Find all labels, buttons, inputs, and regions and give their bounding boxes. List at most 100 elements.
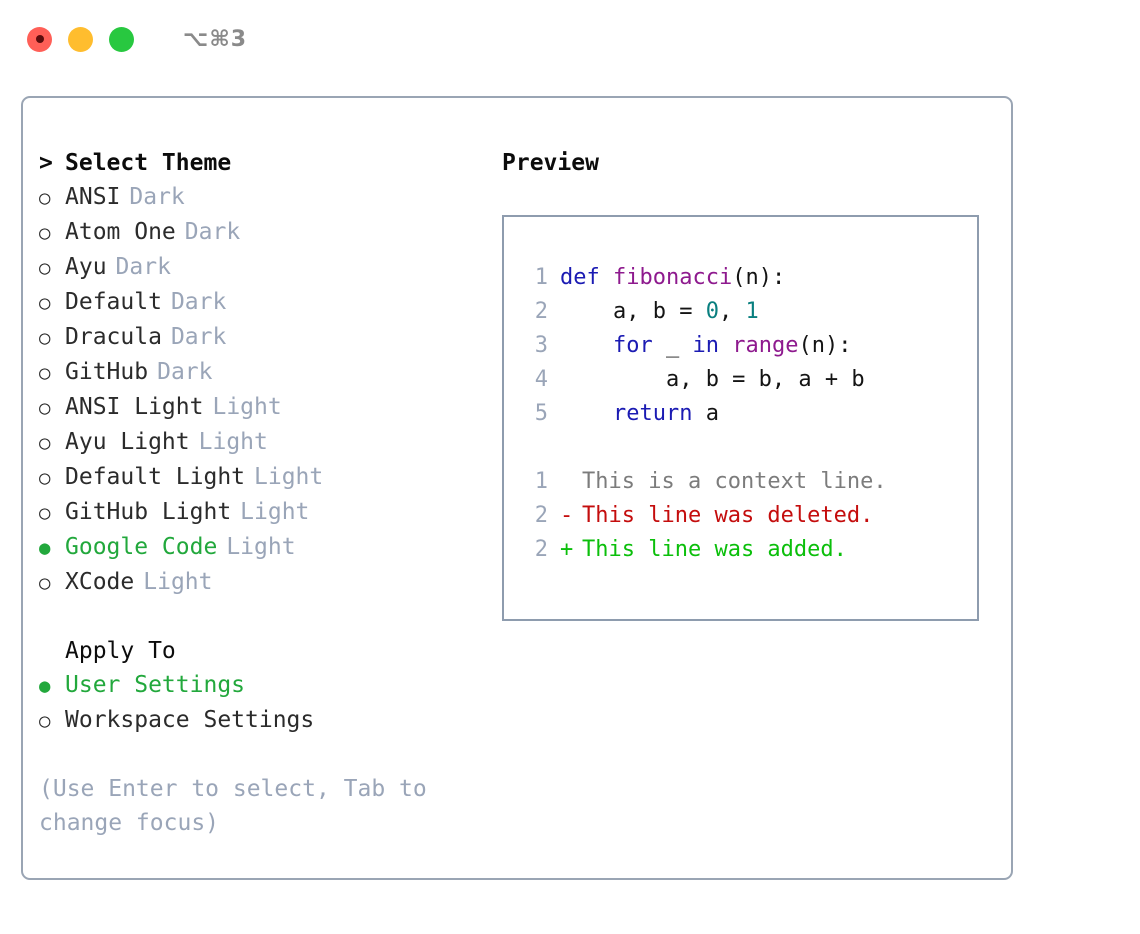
apply-to-option-label: Workspace Settings	[65, 707, 315, 733]
code-token-plain: (n):	[732, 265, 786, 290]
code-token-plain: ,	[718, 299, 746, 324]
code-token-plain	[560, 401, 613, 426]
code-line: 4 a, b = b, a + b	[518, 363, 977, 397]
radio-unselected-icon: ○	[39, 292, 51, 314]
theme-option-github-light[interactable]: ○ GitHub Light Light	[39, 495, 479, 530]
theme-option-label: Ayu	[65, 254, 107, 280]
code-token-fn: fibonacci	[613, 265, 733, 290]
radio-unselected-icon: ○	[39, 710, 51, 732]
code-line-number: 1	[534, 265, 548, 290]
radio-unselected-icon: ○	[39, 362, 51, 384]
code-token-plain	[560, 333, 613, 358]
theme-option-label: Dracula	[65, 324, 162, 350]
code-line-text: a, b = b, a + b	[560, 363, 865, 397]
theme-variant-badge: Light	[254, 464, 324, 490]
radio-unselected-icon: ○	[39, 187, 51, 209]
traffic-lights	[27, 26, 134, 52]
keyboard-hint: (Use Enter to select, Tab to change focu…	[39, 776, 441, 836]
close-button[interactable]	[27, 26, 52, 52]
select-theme-header: > Select Theme	[39, 146, 479, 180]
theme-variant-badge: Dark	[129, 184, 185, 210]
diff-marker-icon: +	[560, 537, 574, 562]
code-line-number: 4	[534, 367, 548, 392]
code-token-fn: range	[732, 333, 799, 358]
theme-variant-badge: Light	[240, 499, 310, 525]
radio-unselected-icon: ○	[39, 502, 51, 524]
radio-unselected-icon: ○	[39, 467, 51, 489]
code-line-text: a, b = 0, 1	[560, 295, 759, 329]
theme-option-label: Ayu Light	[65, 429, 190, 455]
radio-selected-icon: ●	[39, 675, 51, 697]
theme-option-label: ANSI Light	[65, 394, 204, 420]
apply-to-header: Apply To	[65, 638, 176, 664]
diff-marker-icon: -	[560, 503, 574, 528]
theme-variant-badge: Dark	[170, 289, 227, 315]
theme-variant-badge: Dark	[157, 359, 213, 385]
caret-icon: >	[39, 150, 53, 176]
code-line-number: 2	[534, 299, 548, 324]
code-token-num: 0	[705, 299, 719, 324]
code-token-plain: _	[652, 333, 693, 358]
code-token-num: 1	[745, 299, 759, 324]
apply-to-option-workspace-settings[interactable]: ○ Workspace Settings	[39, 703, 479, 738]
diff-marker-icon	[560, 465, 582, 499]
maximize-button[interactable]	[109, 26, 134, 52]
theme-option-github[interactable]: ○ GitHub Dark	[39, 355, 479, 390]
list-spacer	[39, 600, 479, 634]
theme-variant-badge: Dark	[115, 254, 171, 280]
code-token-plain: (n):	[798, 333, 852, 358]
theme-option-label: XCode	[65, 569, 135, 595]
theme-option-default-light[interactable]: ○ Default Light Light	[39, 460, 479, 495]
radio-selected-icon: ●	[39, 537, 51, 559]
diff-line-number: 2	[534, 537, 548, 562]
code-line: 5 return a	[518, 397, 977, 431]
diff-line-text: This is a context line.	[582, 469, 887, 494]
apply-to-option-user-settings[interactable]: ● User Settings	[39, 668, 479, 703]
theme-option-label: GitHub Light	[65, 499, 232, 525]
theme-option-label: GitHub	[65, 359, 149, 385]
radio-unselected-icon: ○	[39, 222, 51, 244]
theme-option-label: Google Code	[65, 534, 218, 560]
code-line-number: 3	[534, 333, 548, 358]
code-token-kw: for	[612, 333, 653, 358]
theme-option-label: Default	[65, 289, 162, 315]
code-token-plain	[600, 265, 613, 290]
code-token-kw: return	[612, 401, 693, 426]
diff-line-text: This line was added.	[582, 537, 847, 562]
theme-option-label: Default Light	[65, 464, 246, 490]
keyboard-shortcut-label: ⌥⌘3	[183, 26, 248, 52]
code-token-plain: a, b =	[560, 299, 706, 324]
preview-title: Preview	[502, 150, 599, 176]
apply-to-option-label: User Settings	[65, 672, 246, 698]
theme-option-label: Atom One	[65, 219, 176, 245]
radio-unselected-icon: ○	[39, 397, 51, 419]
theme-variant-badge: Light	[143, 569, 213, 595]
diff-line-del: 2-This line was deleted.	[518, 499, 977, 533]
diff-block: 1 This is a context line. 2-This line was…	[518, 465, 977, 567]
theme-option-default[interactable]: ○ Default Dark	[39, 285, 479, 320]
diff-line-number: 1	[534, 469, 548, 494]
code-line-number: 5	[534, 401, 548, 426]
code-token-plain	[719, 333, 732, 358]
minimize-button[interactable]	[68, 26, 93, 52]
code-token-kw: def	[560, 265, 600, 290]
code-line-text: return a	[560, 397, 719, 431]
theme-variant-badge: Dark	[170, 324, 227, 350]
apply-to-list: ● User Settings ○ Workspace Settings	[39, 668, 479, 738]
diff-line-number: 2	[534, 503, 548, 528]
